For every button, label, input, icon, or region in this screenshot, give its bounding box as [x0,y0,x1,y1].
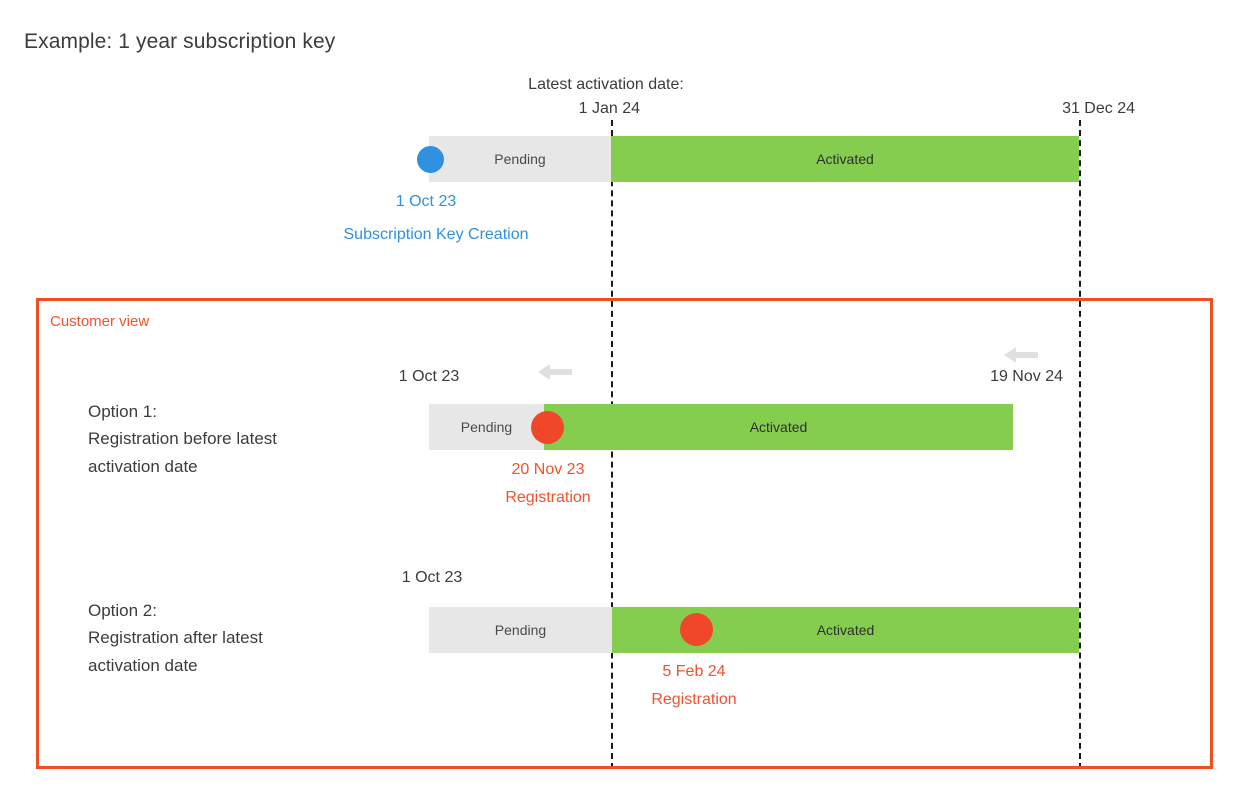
customer-view-frame [36,298,1213,769]
arrow-left-icon-option-1-start [537,361,573,383]
option-1-start-date: 1 Oct 23 [398,368,460,385]
key-creation-label: Subscription Key Creation [343,226,529,243]
customer-view-label: Customer view [50,313,150,330]
option-2-registration-date: 5 Feb 24 [662,663,726,680]
key-track-pending-label: Pending [494,151,546,167]
key-creation-date: 1 Oct 23 [395,193,457,210]
subscription-end-date: 31 Dec 24 [1062,100,1135,117]
arrow-left-icon-option-1-end [1003,344,1039,366]
option-1-pending-label: Pending [460,419,513,435]
key-track-activated-segment: Activated [611,136,1079,182]
option-1-end-date: 19 Nov 24 [990,368,1063,385]
latest-activation-date: 1 Jan 24 [578,100,640,117]
red-circle-marker-icon-option-1 [531,411,564,444]
option-2-pending-label: Pending [494,622,547,638]
option-1-activated-label: Activated [749,419,808,435]
option-1-activated-segment: Activated [544,404,1013,450]
option-1-registration-label: Registration [505,489,591,506]
option-1-title: Option 1: [88,402,157,421]
option-2-description: Registration after latest activation dat… [88,628,263,675]
option-2-start-date: 1 Oct 23 [401,569,463,586]
page-title: Example: 1 year subscription key [24,30,336,53]
option-2-pending-segment: Pending [429,607,612,653]
guide-line-subscription-end [1079,120,1081,769]
option-2-activated-label: Activated [816,622,875,638]
option-1-pending-segment: Pending [429,404,544,450]
latest-activation-caption: Latest activation date: [528,76,684,93]
option-1-description: Registration before latest activation da… [88,429,277,476]
option-2-title: Option 2: [88,601,157,620]
blue-circle-marker-icon [417,146,444,173]
key-track-activated-label: Activated [816,151,874,167]
option-1-registration-date: 20 Nov 23 [511,461,585,478]
red-circle-marker-icon-option-2 [680,613,713,646]
key-track-pending-segment: Pending [429,136,611,182]
option-2-registration-label: Registration [651,691,737,708]
